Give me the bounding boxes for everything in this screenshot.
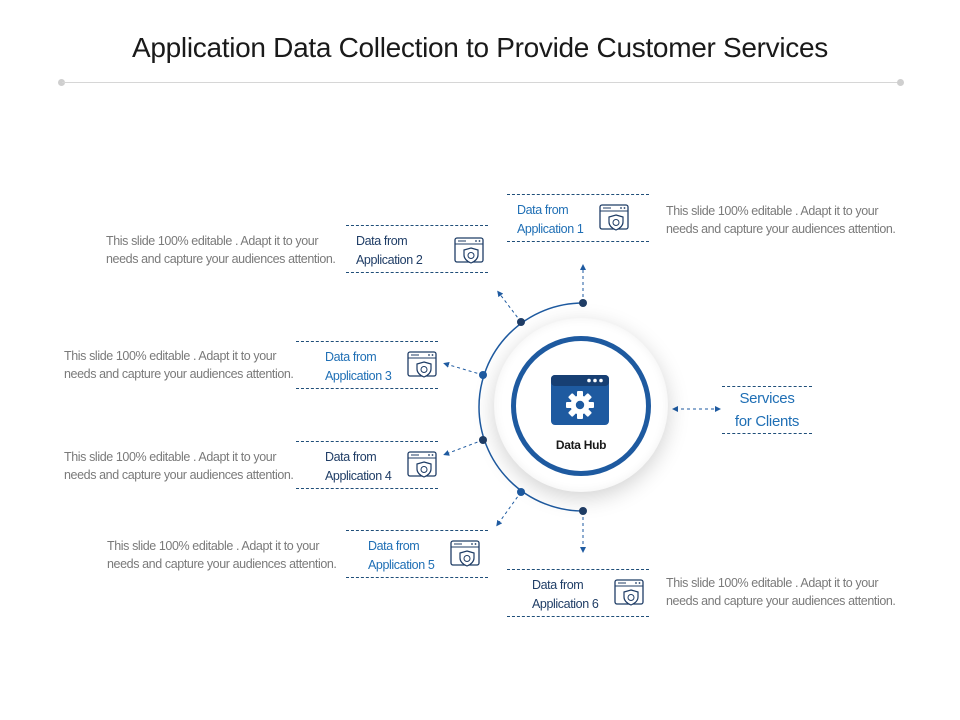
arc-node-5 [517, 488, 525, 496]
title-rule-dot-left [58, 79, 65, 86]
title-divider [62, 82, 900, 83]
description-app1: This slide 100% editable . Adapt it to y… [666, 204, 896, 236]
description-app2: This slide 100% editable . Adapt it to y… [106, 234, 336, 266]
browser-shield-icon [450, 540, 480, 567]
browser-shield-icon [614, 579, 644, 606]
spoke-app5 [496, 491, 522, 527]
spoke-app4 [443, 439, 484, 456]
browser-gear-icon [551, 375, 609, 425]
arc-node-3 [479, 371, 487, 379]
description-app4: This slide 100% editable . Adapt it to y… [64, 450, 294, 482]
title-rule-dot-right [897, 79, 904, 86]
page-title: Application Data Collection to Provide C… [132, 32, 828, 63]
description-app5: This slide 100% editable . Adapt it to y… [107, 539, 337, 571]
spoke-app3 [443, 361, 484, 376]
hub-ring [511, 336, 651, 476]
arc-node-2 [517, 318, 525, 326]
hub-label: Data Hub [555, 438, 607, 452]
services-line1: Services [739, 390, 795, 407]
description-app6: This slide 100% editable . Adapt it to y… [666, 576, 896, 608]
description-app3: This slide 100% editable . Adapt it to y… [64, 349, 294, 381]
hub-outer-arc [478, 302, 584, 512]
browser-shield-icon [599, 204, 629, 231]
browser-shield-icon [407, 351, 437, 378]
browser-shield-icon [454, 237, 484, 264]
arc-node-4 [479, 436, 487, 444]
services-line2: for Clients [734, 413, 800, 430]
arc-node-1 [579, 299, 587, 307]
browser-shield-icon [407, 451, 437, 478]
arc-node-6 [579, 507, 587, 515]
services-box: Services for Clients [722, 386, 812, 434]
spoke-app2 [497, 290, 522, 323]
